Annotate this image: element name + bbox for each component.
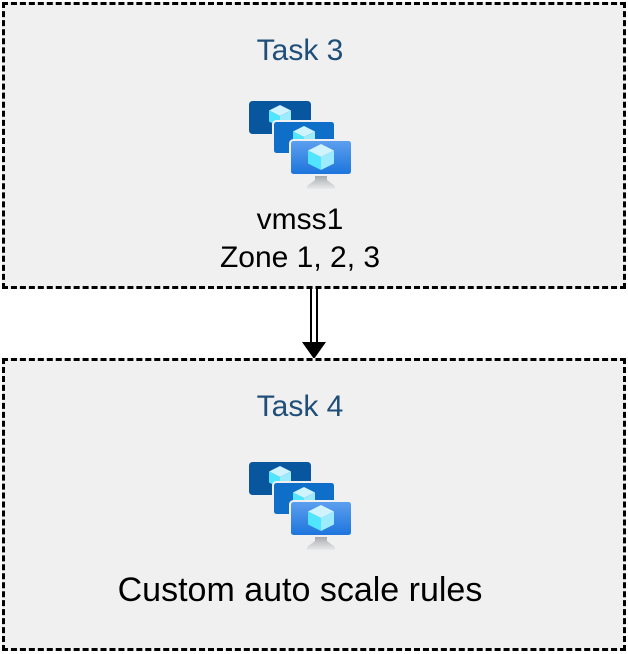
cube-icon xyxy=(308,505,334,531)
task4-title: Task 4 xyxy=(256,390,344,423)
vmss-name-label: vmss1 xyxy=(256,203,344,236)
vm-scale-sets-icon xyxy=(248,462,353,550)
zones-label: Zone 1, 2, 3 xyxy=(219,241,381,274)
task4-caption: Custom auto scale rules xyxy=(118,569,483,611)
monitor-stand xyxy=(307,534,335,550)
autoscale-rules-label: Custom auto scale rules xyxy=(117,571,483,609)
task3-title: Task 3 xyxy=(256,34,344,67)
arrowhead-icon xyxy=(302,342,326,359)
task3-box: Task 3 xyxy=(2,2,626,289)
cube-icon xyxy=(308,144,334,170)
monitor-stand xyxy=(307,173,335,189)
front-monitor xyxy=(289,139,353,176)
task3-to-task4-connector xyxy=(301,289,327,359)
task3-caption: vmss1 Zone 1, 2, 3 xyxy=(220,201,380,277)
front-monitor xyxy=(289,500,353,537)
vm-scale-sets-icon xyxy=(248,101,353,189)
down-arrow-icon xyxy=(302,289,326,359)
task4-box: Task 4 xyxy=(2,358,626,651)
